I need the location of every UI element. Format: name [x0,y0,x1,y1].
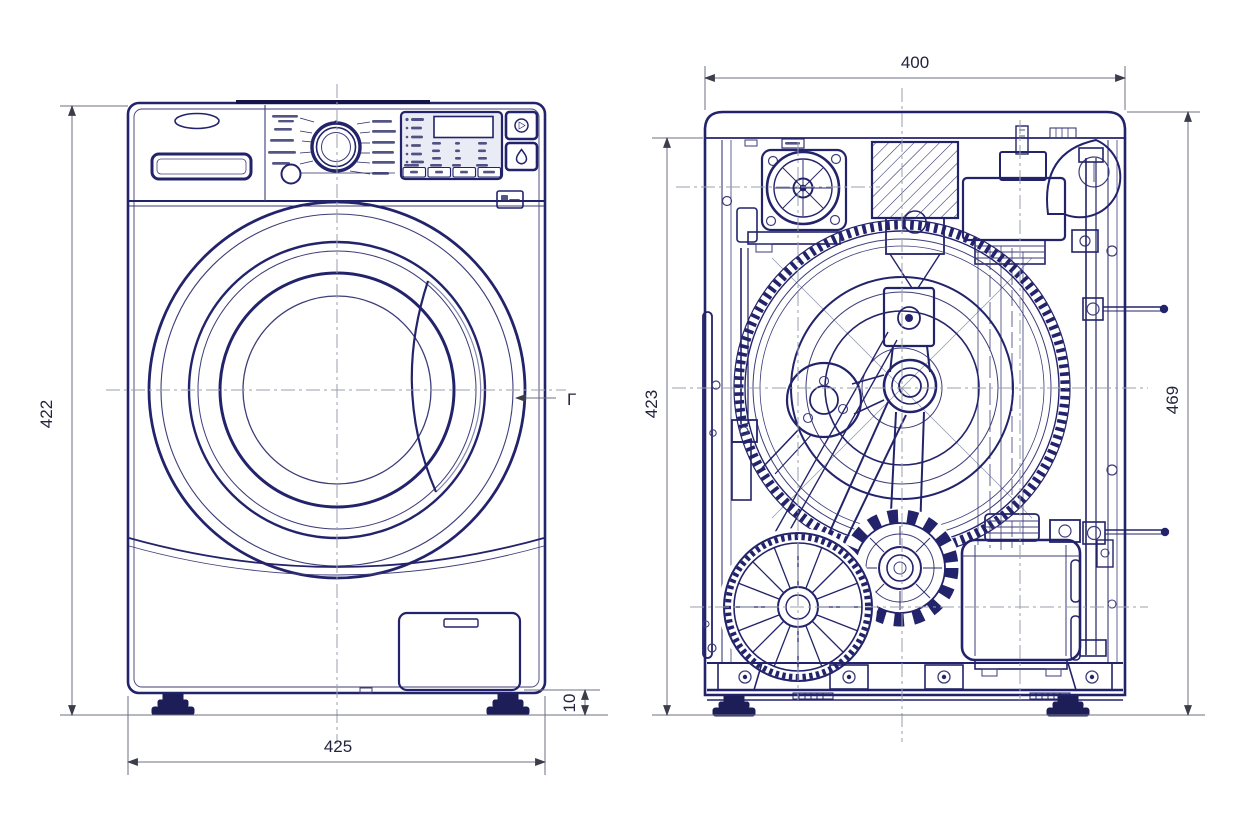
option-grid-text [404,142,488,167]
knob-labels-right [349,121,371,175]
side-dimensions: 400 423 469 [642,53,1205,717]
internal-view: 400 423 469 [642,53,1205,742]
motor-coupling [984,513,1040,542]
damper-rod-upper [1070,559,1081,603]
dim-overall-height: 469 [1163,386,1182,414]
left-damper [731,248,758,501]
pump-bracket [747,231,841,245]
front-left-foot [151,693,195,716]
door-handle-cutout [410,280,438,493]
dim-front-height: 422 [37,400,56,428]
display-cluster [399,110,504,181]
service-flap-handle [443,618,479,628]
side-cabinet-outline [703,110,1127,697]
start-pause-icon [514,118,529,133]
knob-label-text-left [268,115,298,165]
side-left-foot [712,695,756,717]
option-buttons-row [402,166,502,178]
front-dimensions: 422 425 10 Г [37,104,608,775]
fan-volute [1046,138,1122,219]
drain-pump [736,138,848,253]
lcd-window [433,115,494,139]
certification-badge-icon [496,190,524,209]
suspension-flange [761,361,885,475]
detergent-drawer [150,152,253,181]
program-knob [310,120,362,173]
main-motor [960,513,1082,677]
base-frame [707,662,1123,701]
service-flap [397,611,522,692]
dim-inner-height: 423 [642,390,661,418]
pressure-switch [1078,156,1110,188]
counterweight [870,140,960,289]
knob-label-text-right [372,120,396,175]
status-led-column [405,117,424,164]
tie-rod-upper [1082,297,1169,321]
water-drop-icon [515,148,528,165]
dim-top-width: 400 [901,53,929,72]
right-damper-channel [1078,147,1170,657]
drive-belt [763,331,889,553]
tie-rod-lower [1082,521,1170,545]
lid-clip [744,139,758,147]
section-mark: Г [567,390,576,409]
extra-rinse-button [504,141,539,172]
detergent-drawer-inner [156,158,247,175]
start-pause-button [504,110,539,141]
door-seal-strip [702,195,733,659]
front-right-foot [486,693,530,716]
control-panel [129,105,544,209]
side-right-foot [1046,695,1090,717]
drum-hub [882,358,938,414]
vent-grill [1049,127,1077,139]
power-button [280,163,302,185]
base-rib-left [792,692,834,700]
pump-label-plate [781,138,805,149]
brand-emblem-oval [174,112,220,130]
lower-seam-2 [128,545,545,576]
dim-front-width: 425 [324,737,352,756]
drain-notch [359,687,373,694]
front-view: 422 425 10 Г [37,84,608,775]
dim-foot-height: 10 [560,694,579,713]
damper-rod-lower [1070,615,1081,661]
